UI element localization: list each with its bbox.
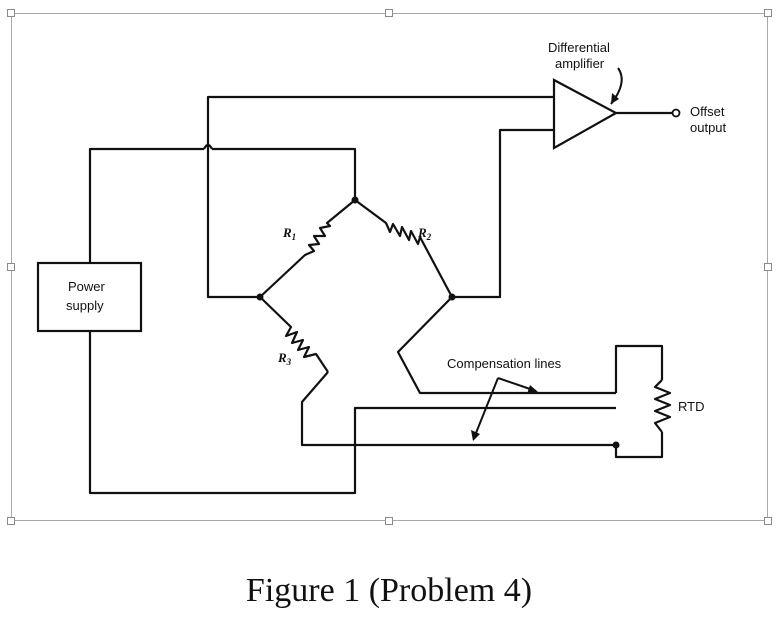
node-left (256, 293, 264, 301)
node-right (448, 293, 456, 301)
power-supply-box (36, 261, 143, 333)
resize-handle-middle-left[interactable] (7, 263, 15, 271)
resize-handle-top-center[interactable] (385, 9, 393, 17)
figure-caption: Figure 1 (Problem 4) (245, 572, 533, 609)
circuit-wires (88, 95, 672, 495)
compensation-lines-label: Compensation lines (447, 356, 562, 371)
node-rtd (612, 441, 620, 449)
power-supply-label-line2: supply (66, 298, 104, 313)
differential-amplifier-symbol (552, 78, 619, 150)
resistor-r2 (354, 199, 453, 298)
compensation-arrow-lower (473, 377, 499, 439)
resize-handle-middle-right[interactable] (764, 263, 772, 271)
resize-handle-bottom-left[interactable] (7, 517, 15, 525)
diff-amp-label-line1: Differential (548, 40, 610, 55)
rtd-label: RTD (678, 399, 704, 414)
resize-handle-bottom-right[interactable] (764, 517, 772, 525)
power-supply-label-line1: Power (68, 279, 106, 294)
compensation-arrowhead-upper (527, 385, 538, 394)
compensation-arrowhead-lower (471, 430, 480, 441)
node-top (351, 196, 359, 204)
circuit-diagram: Differential amplifier Offset output Pow… (36, 40, 727, 495)
r1-label: R1 (282, 225, 296, 242)
r3-label: R3 (277, 350, 292, 367)
offset-output-label-line1: Offset (690, 104, 725, 119)
resistor-rtd (653, 379, 672, 433)
resistor-r1 (259, 199, 356, 298)
r2-label: R2 (417, 225, 432, 242)
resize-handle-top-right[interactable] (764, 9, 772, 17)
resize-handle-bottom-center[interactable] (385, 517, 393, 525)
resistor-r3 (259, 296, 329, 373)
offset-output-label-line2: output (690, 120, 727, 135)
offset-output-terminal (671, 108, 681, 118)
resize-handle-top-left[interactable] (7, 9, 15, 17)
amplifier-arrowhead (611, 93, 619, 104)
diff-amp-label-line2: amplifier (555, 56, 605, 71)
